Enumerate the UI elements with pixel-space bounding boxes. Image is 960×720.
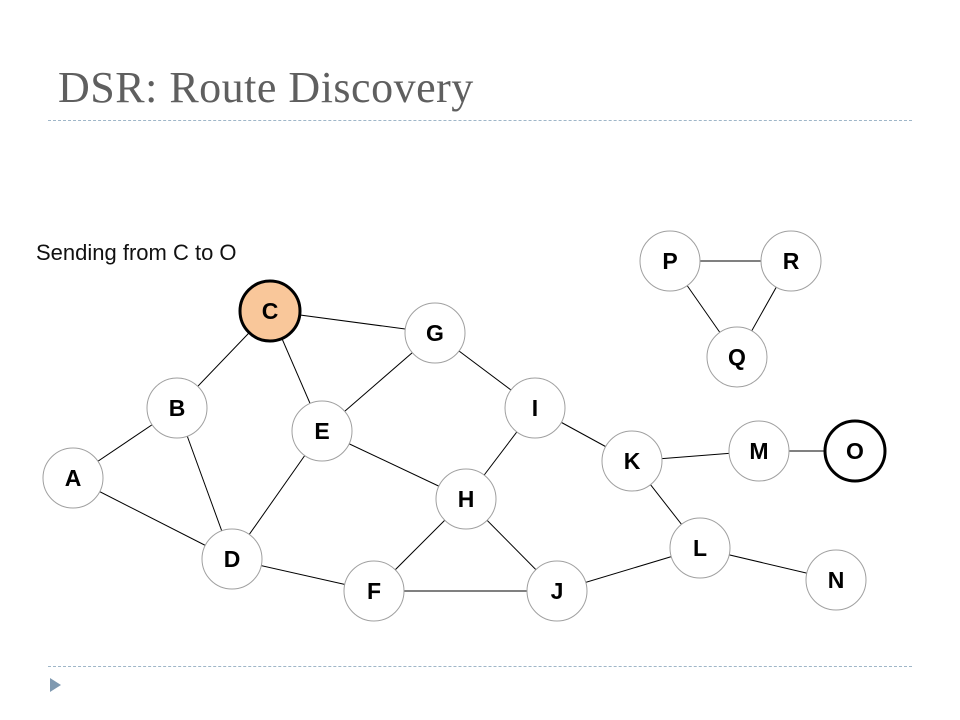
node-circle-f xyxy=(343,560,405,622)
node-l: L xyxy=(669,517,731,579)
node-k: K xyxy=(601,430,663,492)
node-circle-j xyxy=(526,560,588,622)
node-r: R xyxy=(760,230,822,292)
title-divider xyxy=(48,120,912,121)
node-e: E xyxy=(291,400,353,462)
node-circle-o xyxy=(823,419,887,483)
node-label-m: M xyxy=(749,438,768,464)
node-label-a: A xyxy=(65,465,82,491)
node-circle-p xyxy=(639,230,701,292)
node-g: G xyxy=(404,302,466,364)
node-c: C xyxy=(238,279,302,343)
node-circle-h xyxy=(435,468,497,530)
node-a: A xyxy=(42,447,104,509)
node-circle-n xyxy=(805,549,867,611)
node-label-n: N xyxy=(828,567,845,593)
node-o: O xyxy=(823,419,887,483)
diagram-caption: Sending from C to O xyxy=(36,240,237,265)
node-circle-e xyxy=(291,400,353,462)
node-p: P xyxy=(639,230,701,292)
node-n: N xyxy=(805,549,867,611)
node-d: D xyxy=(201,528,263,590)
footer-divider xyxy=(48,666,912,667)
node-circle-l xyxy=(669,517,731,579)
node-circle-b xyxy=(146,377,208,439)
node-label-g: G xyxy=(426,320,444,346)
node-label-j: J xyxy=(551,578,564,604)
node-label-p: P xyxy=(662,248,677,274)
nodes-layer: A B C D E F G H I J K L M N O P Q R xyxy=(42,230,887,622)
node-circle-k xyxy=(601,430,663,492)
node-m: M xyxy=(728,420,790,482)
node-i: I xyxy=(504,377,566,439)
node-circle-a xyxy=(42,447,104,509)
node-h: H xyxy=(435,468,497,530)
node-label-d: D xyxy=(224,546,241,572)
node-b: B xyxy=(146,377,208,439)
bullet-arrow-icon xyxy=(50,678,61,692)
node-circle-d xyxy=(201,528,263,590)
node-label-e: E xyxy=(314,418,329,444)
node-label-i: I xyxy=(532,395,538,421)
node-label-f: F xyxy=(367,578,381,604)
node-f: F xyxy=(343,560,405,622)
node-label-r: R xyxy=(783,248,800,274)
node-label-b: B xyxy=(169,395,186,421)
node-label-c: C xyxy=(262,298,279,324)
node-circle-r xyxy=(760,230,822,292)
node-circle-g xyxy=(404,302,466,364)
node-label-k: K xyxy=(624,448,641,474)
node-j: J xyxy=(526,560,588,622)
slide-title: DSR: Route Discovery xyxy=(58,63,474,112)
node-circle-i xyxy=(504,377,566,439)
node-circle-m xyxy=(728,420,790,482)
node-circle-q xyxy=(706,326,768,388)
node-label-o: O xyxy=(846,438,864,464)
node-q: Q xyxy=(706,326,768,388)
node-label-q: Q xyxy=(728,344,746,370)
node-label-h: H xyxy=(458,486,475,512)
node-label-l: L xyxy=(693,535,707,561)
node-circle-c xyxy=(238,279,302,343)
